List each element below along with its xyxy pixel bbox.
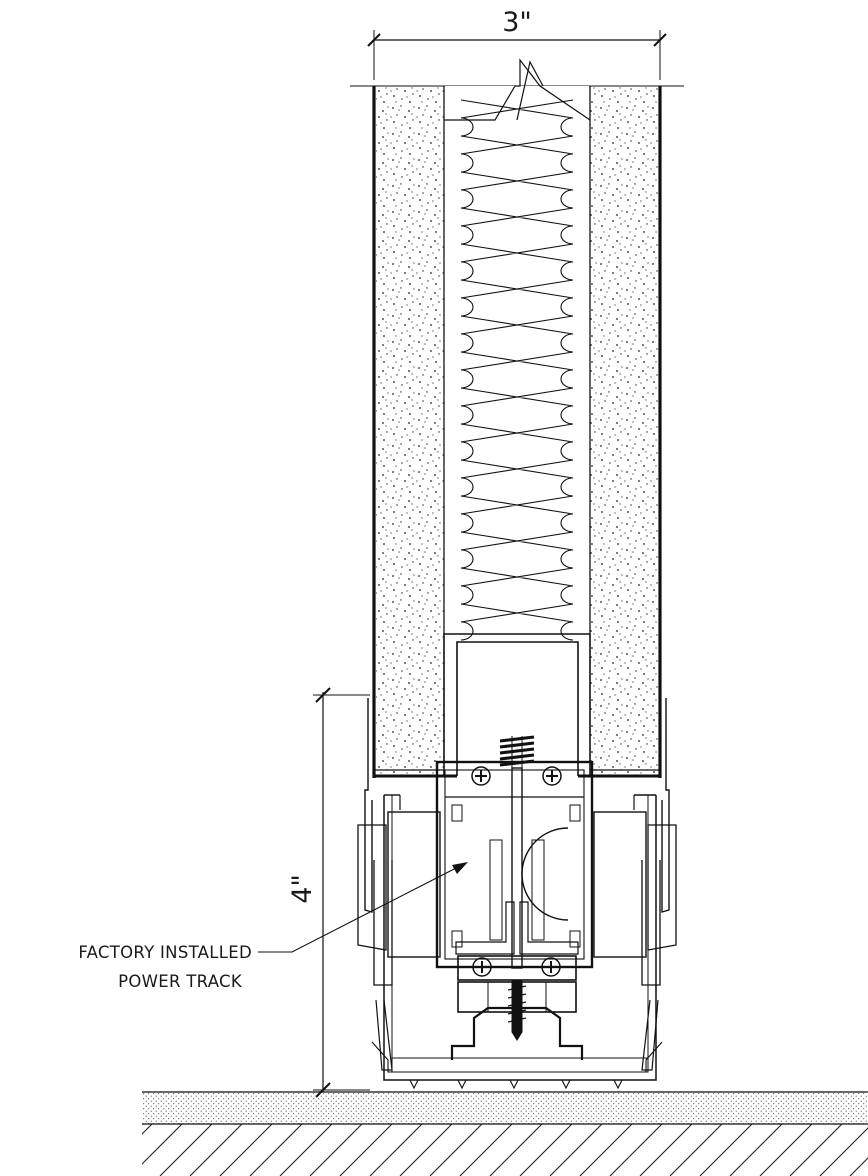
wood-blocking-left — [387, 811, 441, 958]
floor-topping — [142, 1091, 868, 1125]
threaded-rod — [499, 735, 535, 969]
width-dimension: 3" — [367, 7, 667, 80]
anchor-screw — [507, 979, 527, 1041]
height-dimension-label: 4" — [287, 874, 318, 904]
wood-blocking-right — [593, 811, 647, 958]
screw-icon — [542, 766, 562, 786]
panel-skins — [372, 86, 662, 778]
height-dimension: 4" — [287, 687, 370, 1098]
floor-clip — [450, 1006, 584, 1060]
panel-core-right — [590, 86, 658, 776]
stud-channel — [374, 633, 660, 778]
screw-icon — [471, 766, 491, 786]
batt-insulation — [445, 86, 589, 641]
callout-line-1: FACTORY INSTALLED — [78, 943, 252, 962]
width-dimension-label: 3" — [502, 7, 532, 38]
panel-core-left — [376, 86, 444, 776]
callout-line-2: POWER TRACK — [118, 972, 243, 991]
break-symbol — [444, 58, 591, 121]
floor-slab — [142, 1124, 868, 1176]
base-track — [383, 794, 657, 1090]
power-track-callout: FACTORY INSTALLED POWER TRACK — [78, 862, 468, 991]
screw-icon — [472, 957, 492, 977]
screw-icon — [541, 957, 561, 977]
